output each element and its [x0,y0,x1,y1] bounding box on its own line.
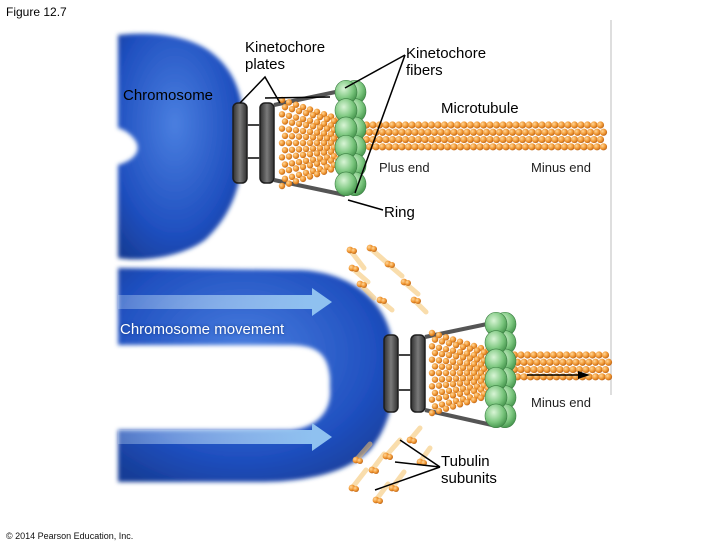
tubulin-subunits-label: Tubulin subunits [441,453,497,487]
tubulin-fan-bottom [428,329,502,417]
microtubule-bottom [504,351,613,381]
kinetochore-plates-label: Kinetochore plates [245,39,325,73]
ring-label: Ring [384,204,415,221]
ring-top [334,79,367,197]
chromosome-label: Chromosome [123,87,214,104]
kinetochore-plates-line1: Kinetochore [245,39,326,56]
figure-label: Figure 12.7 [6,5,67,19]
kinetochore-fibers-line1: Kinetochore [406,45,487,62]
minus-end-label-bottom: Minus end [531,395,591,410]
movement-arrow-top [118,288,332,316]
minus-end-label-top: Minus end [531,160,591,175]
chromosome-movement-label: Chromosome movement [120,321,285,338]
kinetochore-fibers-line2: fibers [406,62,443,79]
movement-arrow-bottom [118,423,332,451]
kinetochore-plates-bottom [383,321,493,427]
leader-lines [239,54,441,491]
tubulin-subunits-line2: subunits [441,470,497,487]
chromosome-top [118,33,245,260]
plus-end-label: Plus end [379,160,430,175]
ring-bottom [484,311,517,429]
tubulin-fan-top [278,96,352,190]
kinetochore-plates-top [232,88,346,197]
copyright-text: © 2014 Pearson Education, Inc. [6,531,134,541]
kinetochore-fibers-label: Kinetochore fibers [406,45,486,79]
microtubule-top [356,121,608,151]
free-tubulin-subunits [346,244,433,504]
microtubule-label: Microtubule [441,100,519,117]
tubulin-subunits-line1: Tubulin [441,453,490,470]
chromosome-bottom [118,268,395,482]
minus-end-arrow [527,371,590,379]
kinetochore-plates-line2: plates [245,56,286,73]
